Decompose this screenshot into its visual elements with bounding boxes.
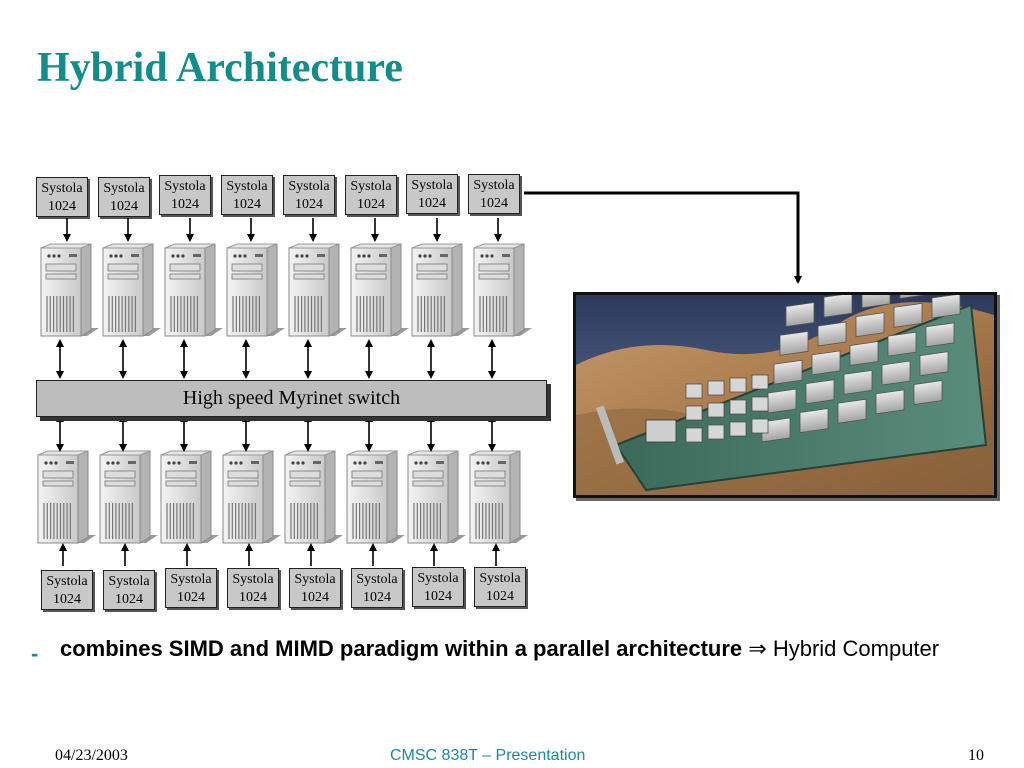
server-tower-icon <box>346 450 405 544</box>
implies-arrow: ⇒ <box>748 637 767 662</box>
server-tower-icon <box>469 450 528 544</box>
bottom-systola-box: Systola 1024 <box>351 568 403 608</box>
systola-label: Systola <box>226 179 268 194</box>
systola-label: Systola <box>46 574 88 589</box>
server-row-top <box>40 243 532 337</box>
server-tower-icon <box>411 243 470 337</box>
systola-model: 1024 <box>177 590 205 605</box>
systola-label: Systola <box>473 178 515 193</box>
server-tower-icon <box>222 450 281 544</box>
bottom-systola-box: Systola 1024 <box>165 568 217 608</box>
systola-model: 1024 <box>53 592 81 607</box>
systola-model: 1024 <box>357 197 385 212</box>
footer-title: CMSC 838T – Presentation <box>390 747 586 764</box>
systola-label: Systola <box>294 572 336 587</box>
server-tower-icon <box>37 450 96 544</box>
server-tower-icon <box>473 243 532 337</box>
systola-label: Systola <box>170 572 212 587</box>
systola-label: Systola <box>411 178 453 193</box>
systola-model: 1024 <box>115 592 143 607</box>
footer-date: 04/23/2003 <box>55 747 128 764</box>
myrinet-switch: High speed Myrinet switch <box>36 380 547 417</box>
systola-board-image <box>576 295 994 495</box>
systola-model: 1024 <box>239 590 267 605</box>
server-tower-icon <box>102 243 161 337</box>
systola-model: 1024 <box>295 197 323 212</box>
systola-model: 1024 <box>486 589 514 604</box>
server-row-bottom <box>37 450 528 544</box>
top-systola-box: Systola 1024 <box>345 175 397 215</box>
bullet-text: combines SIMD and MIMD paradigm within a… <box>60 632 990 667</box>
connection-arrows <box>56 218 502 566</box>
systola-model: 1024 <box>48 199 76 214</box>
systola-label: Systola <box>417 571 459 586</box>
systola-label: Systola <box>356 572 398 587</box>
server-tower-icon <box>164 243 223 337</box>
server-tower-icon <box>350 243 409 337</box>
page-number: 10 <box>968 747 984 764</box>
bullet-bold-text: combines SIMD and MIMD paradigm within a… <box>60 636 743 661</box>
systola-label: Systola <box>164 179 206 194</box>
bottom-systola-box: Systola 1024 <box>412 567 464 607</box>
top-systola-box: Systola 1024 <box>221 175 273 215</box>
server-tower-icon <box>284 450 343 544</box>
systola-label: Systola <box>288 179 330 194</box>
systola-label: Systola <box>232 572 274 587</box>
top-systola-box: Systola 1024 <box>159 175 211 215</box>
bullet-result: Hybrid Computer <box>772 636 940 661</box>
systola-label: Systola <box>103 181 145 196</box>
server-tower-icon <box>40 243 99 337</box>
systola-model: 1024 <box>480 196 508 211</box>
systola-label: Systola <box>41 181 83 196</box>
systola-model: 1024 <box>363 590 391 605</box>
top-systola-box: Systola 1024 <box>36 177 88 217</box>
server-tower-icon <box>160 450 219 544</box>
board-connector-arrow <box>524 191 802 284</box>
systola-model: 1024 <box>110 199 138 214</box>
server-tower-icon <box>407 450 466 544</box>
systola-model: 1024 <box>424 589 452 604</box>
systola-label: Systola <box>108 574 150 589</box>
slide-title: Hybrid Architecture <box>37 45 403 91</box>
systola-board-photo <box>573 292 997 498</box>
bottom-systola-box: Systola 1024 <box>474 567 526 607</box>
top-systola-box: Systola 1024 <box>98 177 150 217</box>
bottom-systola-box: Systola 1024 <box>103 570 155 610</box>
systola-label: Systola <box>479 571 521 586</box>
bottom-systola-box: Systola 1024 <box>41 570 93 610</box>
top-systola-box: Systola 1024 <box>406 174 458 214</box>
server-tower-icon <box>288 243 347 337</box>
bottom-systola-box: Systola 1024 <box>289 568 341 608</box>
systola-model: 1024 <box>418 196 446 211</box>
systola-label: Systola <box>350 179 392 194</box>
server-tower-icon <box>99 450 158 544</box>
bullet-marker: - <box>31 641 39 666</box>
systola-model: 1024 <box>171 197 199 212</box>
systola-model: 1024 <box>301 590 329 605</box>
server-tower-icon <box>226 243 285 337</box>
bottom-systola-box: Systola 1024 <box>227 568 279 608</box>
systola-model: 1024 <box>233 197 261 212</box>
top-systola-box: Systola 1024 <box>283 175 335 215</box>
top-systola-box: Systola 1024 <box>468 174 520 214</box>
